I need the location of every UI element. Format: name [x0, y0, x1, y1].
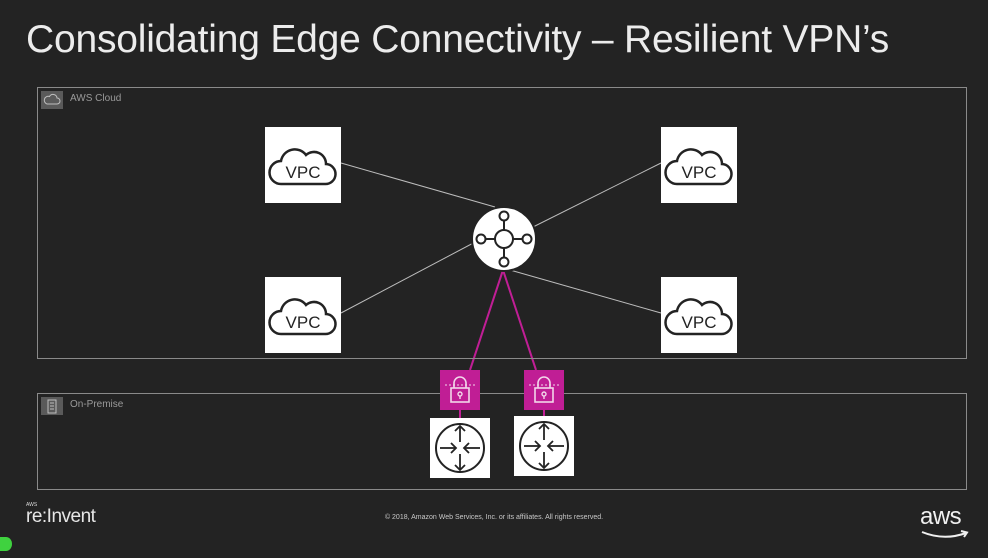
vpc-label: VPC	[286, 163, 321, 182]
vpc-label: VPC	[682, 313, 717, 332]
cloud-icon	[41, 91, 63, 109]
transit-gateway-icon	[471, 206, 537, 272]
vpc-node: VPC	[661, 127, 737, 203]
aws-smile-icon	[921, 530, 969, 538]
vpn-lock-icon	[440, 370, 480, 410]
cloud-icon	[664, 298, 733, 336]
link-vpc-bottom-right	[509, 269, 662, 314]
slide-title: Consolidating Edge Connectivity – Resili…	[26, 18, 890, 61]
vpc-node: VPC	[265, 127, 341, 203]
link-vpc-bottom-left	[340, 239, 480, 314]
aws-logo-text: aws	[920, 503, 962, 530]
cloud-icon	[268, 298, 337, 336]
vpc-node: VPC	[661, 277, 737, 353]
router-node	[514, 416, 574, 476]
building-icon	[41, 397, 63, 415]
vpn-link-left	[469, 269, 504, 371]
cloud-icon	[664, 148, 733, 186]
aws-logo: aws	[920, 503, 969, 538]
on-premise-region: On-Premise	[37, 393, 967, 490]
aws-cloud-region: AWS Cloud	[37, 87, 967, 359]
indicator-dot	[0, 537, 12, 551]
region-label-aws-cloud: AWS Cloud	[70, 93, 122, 104]
vpc-label: VPC	[286, 313, 321, 332]
vpn-lock-icon	[524, 370, 564, 410]
router-icon	[435, 423, 485, 473]
router-node	[430, 418, 490, 478]
router-icon	[519, 421, 569, 471]
link-vpc-top-right	[526, 162, 662, 231]
cloud-icon	[268, 148, 337, 186]
reinvent-logo-text: re:Invent	[26, 506, 96, 527]
vpc-node: VPC	[265, 277, 341, 353]
copyright-text: © 2018, Amazon Web Services, Inc. or its…	[384, 514, 604, 521]
region-label-on-premise: On-Premise	[70, 399, 124, 410]
link-vpc-top-left	[340, 162, 496, 208]
vpn-link-right	[502, 269, 537, 371]
vpc-label: VPC	[682, 163, 717, 182]
reinvent-logo-small: AWS	[26, 502, 38, 508]
